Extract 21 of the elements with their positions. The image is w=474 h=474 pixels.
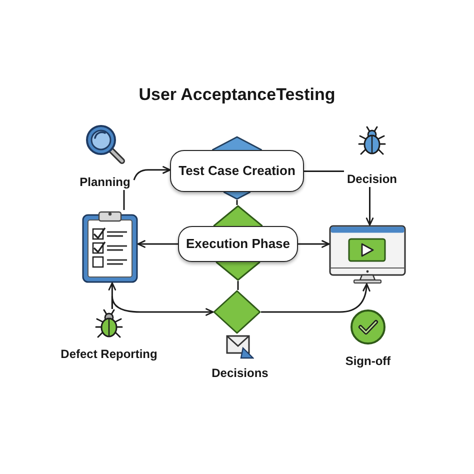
arrow (133, 166, 171, 180)
arrow (298, 240, 330, 248)
step-label: Decisions (212, 365, 268, 381)
diamond-shape (213, 290, 261, 334)
step-label: Decision (346, 171, 397, 187)
process-box: Execution Phase (178, 226, 298, 262)
step-label: Sign-off (345, 353, 391, 369)
arrow (111, 295, 214, 316)
monitor-icon (329, 225, 406, 284)
connector-line (304, 170, 344, 172)
arrow (261, 283, 370, 313)
connector-line (123, 190, 125, 210)
step-label: Planning (80, 174, 130, 190)
diagram-title: User AcceptanceTesting (138, 84, 336, 106)
arrow (137, 240, 178, 248)
clipboard-checklist-icon (82, 210, 138, 283)
arrow (366, 187, 374, 226)
step-label: Defect Reporting (60, 346, 158, 362)
connector-line (236, 200, 238, 205)
connector-line (237, 281, 239, 290)
process-box: Test Case Creation (170, 150, 304, 192)
